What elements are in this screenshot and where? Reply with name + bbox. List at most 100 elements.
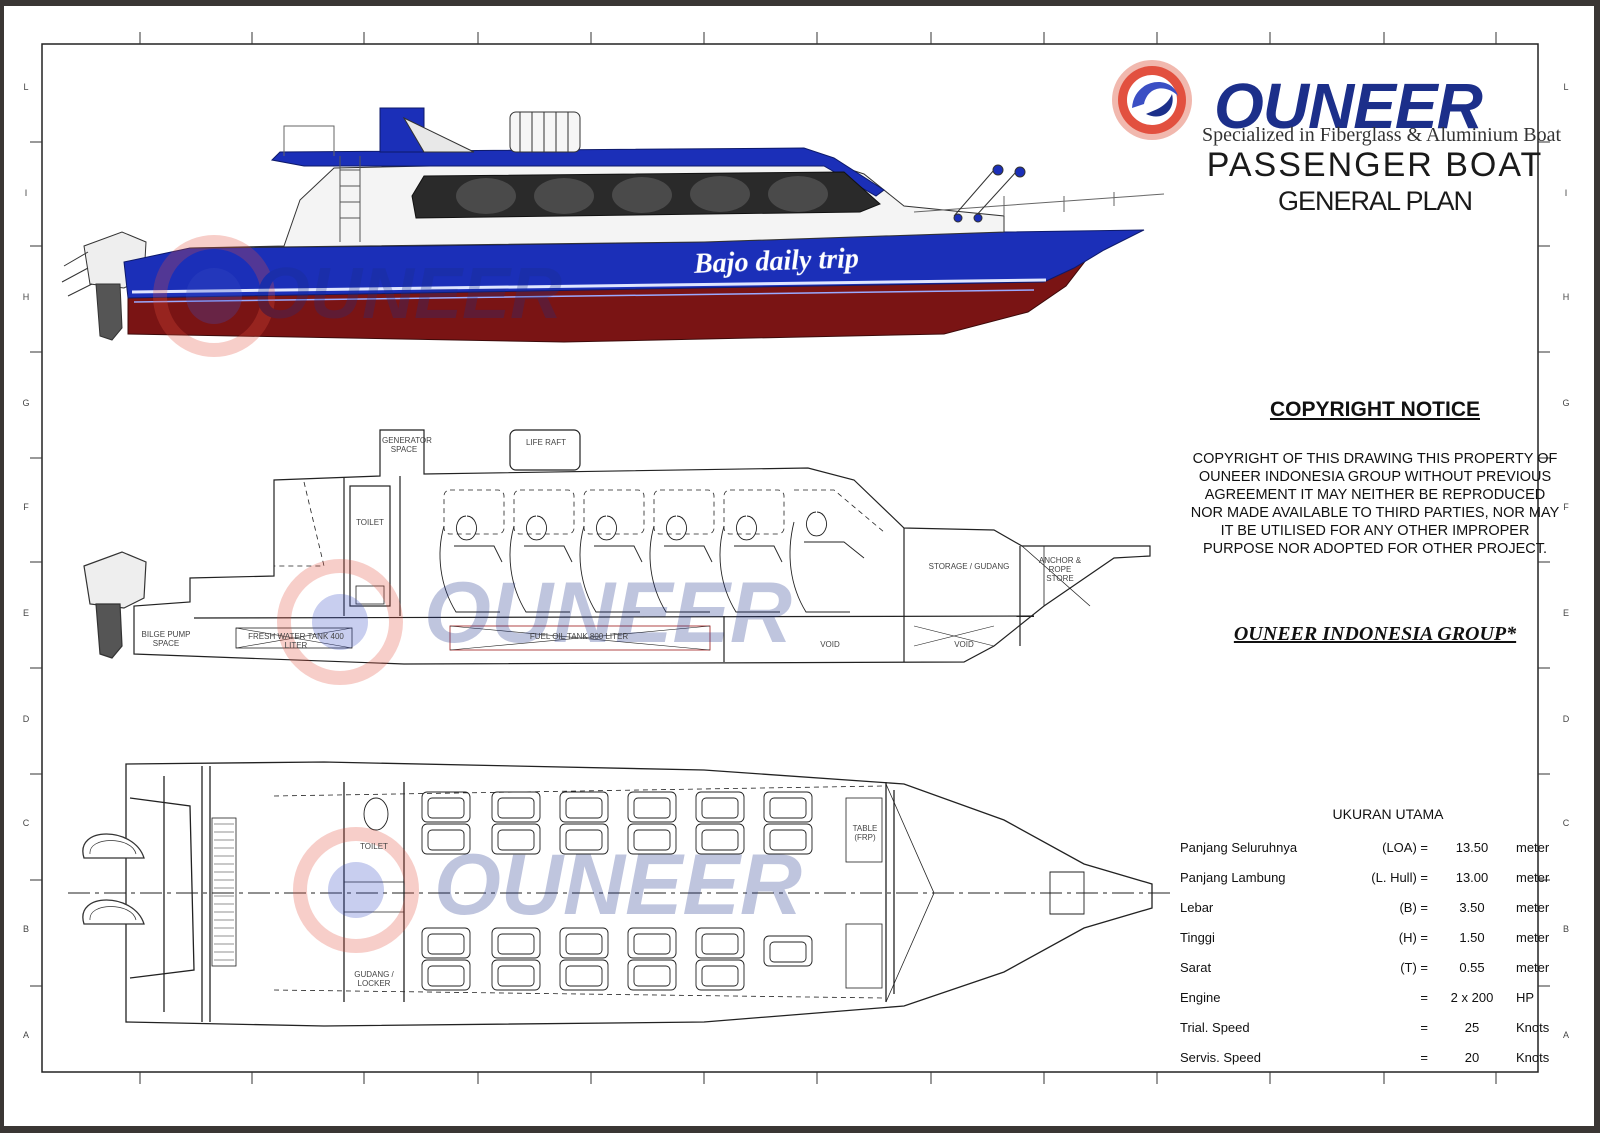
spec-value: 0.55 [1459,959,1485,975]
spec-value: 20 [1464,1049,1480,1065]
seat-icon [491,823,541,855]
spec-unit: meter [1516,869,1550,885]
seat-icon [491,959,541,991]
spec-label: Panjang Seluruhnya [1180,839,1298,855]
spec-code: = [1420,1049,1428,1065]
spec-value: 13.50 [1455,839,1489,855]
frame-row-letter: E [1563,608,1569,618]
copyright-title: COPYRIGHT NOTICE [1269,398,1480,421]
spec-label: Engine [1180,989,1221,1005]
logo-swirl-icon [1112,60,1192,140]
svg-text:OUNEER: OUNEER [254,254,562,334]
seat-icon [559,927,609,959]
document-subtitle: GENERAL PLAN [1277,186,1473,216]
spec-value: 2 x 200 [1450,989,1494,1005]
spec-code: (H) = [1398,929,1428,945]
frame-row-letter: F [1563,502,1569,512]
brand-tagline: Specialized in Fiberglass & Aluminium Bo… [1202,124,1562,146]
frame-row-letter: C [23,818,30,828]
frame-ticks [30,32,1550,1084]
seat-icon [491,791,541,823]
label-generator-space: GENERATOR SPACE [382,436,432,454]
frame-row-letter: I [1565,188,1568,198]
spec-label: Trial. Speed [1180,1019,1250,1035]
spec-value: 25 [1464,1019,1480,1035]
svg-text:OUNEER: OUNEER [424,565,792,661]
spec-row: Engine = 2 x 200 HP [1180,982,1566,1012]
label-bilge-pump: BILGE PUMP SPACE [141,630,191,648]
specs-title: UKURAN UTAMA [1332,806,1444,822]
spec-unit: Knots [1516,1019,1550,1035]
liferaft-icon [509,111,581,153]
frame-row-letter: B [23,924,29,934]
twin-outboard-icon [82,833,145,925]
seat-icon [421,823,471,855]
spec-code: (L. Hull) = [1371,869,1428,885]
watermark-logos: OUNEER OUNEER OUNEER [153,235,802,953]
spec-unit: meter [1516,899,1550,915]
seat-icon [421,927,471,959]
seat-icon [763,823,813,855]
frame-row-letter: G [22,398,29,408]
frame-row-letter: E [23,608,29,618]
spec-label: Panjang Lambung [1180,869,1286,885]
spec-unit: HP [1516,989,1535,1005]
spec-unit: meter [1516,839,1550,855]
label-table: TABLE (FRP) [852,824,878,842]
frame-row-letter: I [25,188,28,198]
frame-row-letter: C [1563,818,1570,828]
seat-icon [421,791,471,823]
seat-icon [763,791,813,823]
spec-code: = [1420,989,1428,1005]
passenger-seats-profile [439,511,865,613]
outboard-engine-icon [83,551,147,659]
spec-unit: Knots [1516,1049,1550,1065]
inboard-hull-outline [133,429,1151,665]
spec-label: Sarat [1180,959,1212,975]
spec-value: 1.50 [1459,929,1485,945]
frame-row-letter: L [1563,82,1568,92]
frame-row-letter: F [23,502,29,512]
spec-code: = [1420,1019,1428,1035]
seat-icon [763,935,813,967]
liferaft-icon [509,429,581,471]
seat-icon [627,927,677,959]
svg-text:OUNEER: OUNEER [434,837,802,933]
seat-icon [559,791,609,823]
seat-icon [627,823,677,855]
label-void-2: VOID [954,640,974,649]
label-toilet-plan: TOILET [360,842,388,851]
frame-row-letter: D [1563,714,1570,724]
seat-icon [695,959,745,991]
label-gudang-locker: GUDANG / LOCKER [354,970,394,988]
spec-unit: meter [1516,959,1550,975]
seat-icon [695,823,745,855]
side-profile-view [61,107,1165,343]
seat-icon [421,959,471,991]
inboard-profile-view [83,429,1151,665]
seat-icon [695,791,745,823]
frame-row-letter: H [23,292,30,302]
copyright-group: OUNEER INDONESIA GROUP* [1233,623,1517,645]
seat-icon [627,791,677,823]
label-storage: STORAGE / GUDANG [928,562,1010,571]
spec-value: 3.50 [1459,899,1485,915]
frame-row-letter: L [23,82,28,92]
seat-icon [559,823,609,855]
frame-row-letter: H [1563,292,1570,302]
document-title: PASSENGER BOAT [1206,146,1544,184]
hull-name-lettering: Bajo daily trip [693,243,860,280]
frame-row-letter: D [23,714,30,724]
spec-label: Tinggi [1180,929,1215,945]
frame-row-letter: A [23,1030,29,1040]
label-fuel-tank: FUEL OIL TANK 800 LITER [529,632,629,641]
seat-icon [491,927,541,959]
seat-icon [627,959,677,991]
copyright-body: COPYRIGHT OF THIS DRAWING THIS PROPERTY … [1190,451,1560,557]
